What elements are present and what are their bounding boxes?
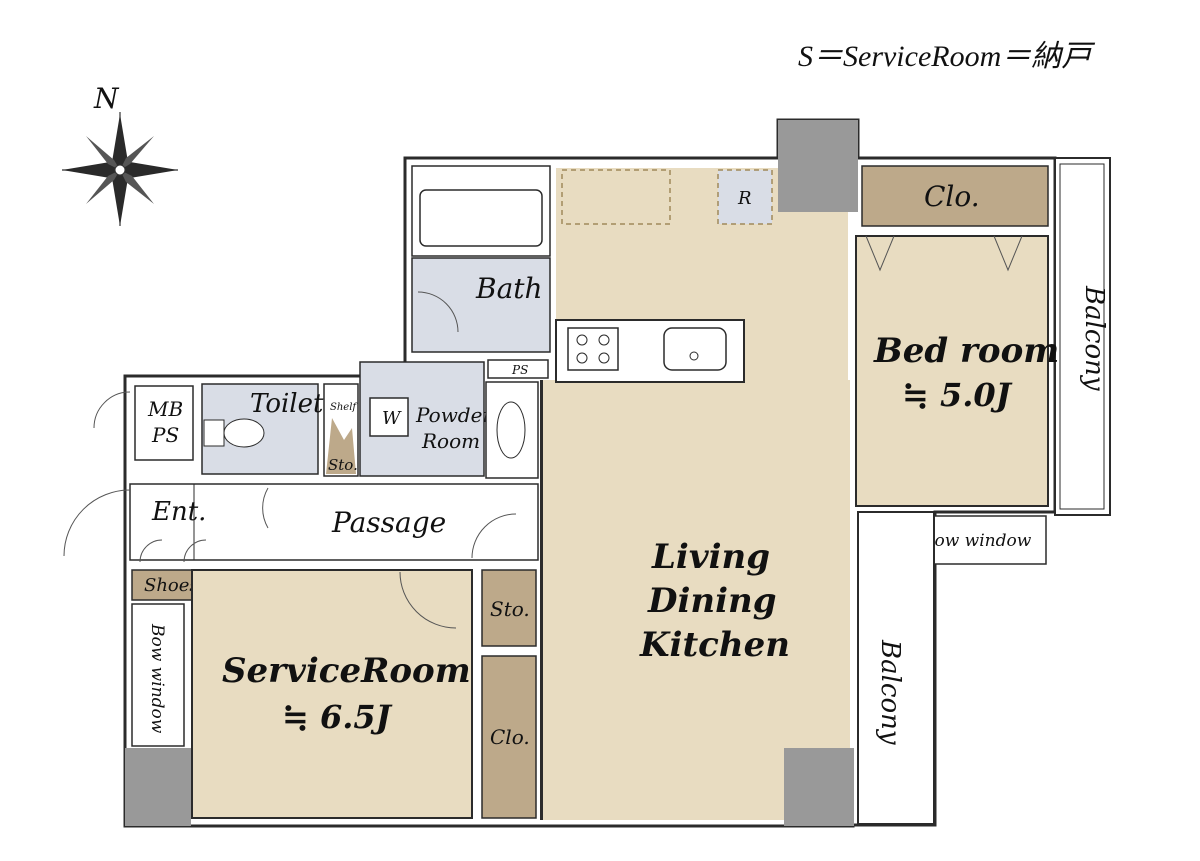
sink-icon <box>496 401 526 459</box>
shelf-sto-label: Sto. <box>328 456 358 474</box>
column-bottom-right <box>784 748 854 826</box>
service-room-label: ServiceRoom <box>222 651 471 691</box>
kitchen-counter <box>555 319 745 383</box>
bathtub-icon <box>419 189 543 247</box>
legend-text: S＝ServiceRoom＝納戸 <box>798 40 1095 73</box>
balcony-top <box>1054 157 1111 516</box>
pipe-space-label: PS <box>511 363 528 377</box>
bow-window-left <box>131 603 185 747</box>
meter-box <box>134 385 194 461</box>
pipe-space <box>487 359 549 379</box>
balcony-bottom-label: Balcony <box>875 639 905 745</box>
meter-box-label-mb: MB <box>147 397 183 421</box>
column-top <box>778 120 858 212</box>
powder-room-label-1: Powder <box>415 403 493 427</box>
shelf-label: Shelf <box>330 402 358 413</box>
passage-label: Passage <box>331 506 446 539</box>
closet-mid <box>481 655 537 819</box>
kitchen-cabinet-outline <box>561 169 671 225</box>
ldk-label-kitchen: Kitchen <box>639 625 790 665</box>
passage-floor <box>129 483 539 561</box>
bedroom-floor <box>855 235 1049 507</box>
bath-label: Bath <box>475 272 543 305</box>
storage-mid <box>481 569 537 647</box>
closet-top <box>861 165 1049 227</box>
entrance-door-swing <box>63 489 131 557</box>
bedroom-label: Bed room <box>873 331 1059 371</box>
column-bottom-left <box>125 748 191 826</box>
washing-machine-space <box>369 397 409 437</box>
service-room-floor <box>191 569 473 819</box>
bedroom-size: ≒ 5.0J <box>902 376 1013 414</box>
ldk-label-dining: Dining <box>647 581 777 621</box>
bow-window-right-label: Bow window <box>921 531 1032 551</box>
refrigerator-space <box>717 169 773 225</box>
powder-room-label-2: Room <box>421 429 480 453</box>
storage-mid-label: Sto. <box>490 597 530 621</box>
ldk-label-living: Living <box>651 537 770 577</box>
closet-top-label: Clo. <box>924 180 980 213</box>
bath-floor <box>411 257 551 353</box>
closet-mid-label: Clo. <box>490 725 530 749</box>
balcony-bottom <box>857 511 935 825</box>
service-room-size: ≒ 6.5J <box>282 698 393 736</box>
compass-rose-icon <box>62 112 178 226</box>
toilet-icon <box>223 418 265 448</box>
bow-window-left-label: Bow window <box>147 623 167 734</box>
toilet-label: Toilet <box>250 389 324 419</box>
entrance-label: Ent. <box>151 497 206 527</box>
washing-machine-label: W <box>382 408 402 429</box>
balcony-top-label: Balcony <box>1079 285 1109 391</box>
compass-north-label: N <box>93 82 120 115</box>
refrigerator-label: R <box>737 188 752 209</box>
meter-box-label-ps: PS <box>151 423 179 447</box>
